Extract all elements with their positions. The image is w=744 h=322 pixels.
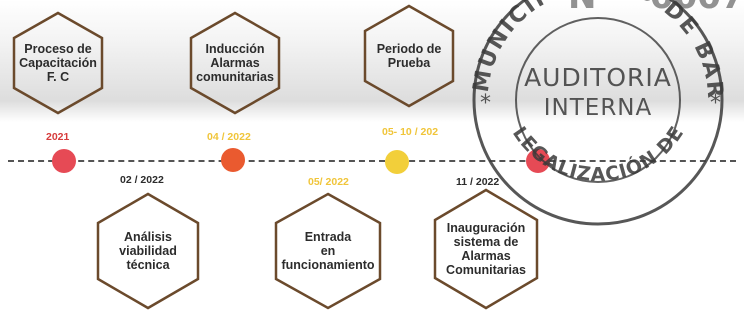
hexagon-shape <box>433 188 539 310</box>
milestone-label: Entrada en funcionamiento <box>281 230 375 272</box>
timeline-dot-2021 <box>52 149 76 173</box>
stamp-star-right: * <box>710 91 721 116</box>
hexagon-shape <box>363 4 455 108</box>
date-05-10-2022: 05- 10 / 202 <box>382 126 439 138</box>
hexagon-shape <box>96 192 200 310</box>
timeline-dot-11-2022 <box>526 149 550 173</box>
stamp-number: N° · 0007 <box>568 0 744 17</box>
date-02-2022: 02 / 2022 <box>120 174 164 186</box>
hex-entrada-funcionamiento: Entrada en funcionamiento <box>274 192 382 310</box>
milestone-label: Inducción Alarmas comunitarias <box>196 42 274 84</box>
hexagon-shape <box>12 11 104 115</box>
hexagon-shape <box>274 192 382 310</box>
header-band <box>0 0 744 112</box>
date-05-2022: 05/ 2022 <box>308 176 349 188</box>
timeline-dot-04-2022 <box>221 148 245 172</box>
stamp-star-left: * <box>480 91 491 116</box>
date-04-2022: 04 / 2022 <box>207 131 251 143</box>
hex-induccion-alarmas: Inducción Alarmas comunitarias <box>189 11 281 115</box>
hex-periodo-prueba: Periodo de Prueba <box>363 4 455 108</box>
header-band-fade <box>0 100 744 122</box>
date-2021: 2021 <box>46 131 70 143</box>
stamp-center-line2: INTERNA <box>544 95 653 121</box>
milestone-label: Proceso de Capacitación F. C <box>19 42 97 84</box>
audit-stamp: N° · 0007 MUNICIPALIDAD DE BARAI AUDITOR… <box>448 0 744 226</box>
hex-proceso-capacitacion: Proceso de Capacitación F. C <box>12 11 104 115</box>
milestone-label: Inauguración sistema de Alarmas Comunita… <box>446 221 526 277</box>
hex-inauguracion-sistema: Inauguración sistema de Alarmas Comunita… <box>433 188 539 310</box>
date-11-2022: 11 / 2022 <box>456 176 500 188</box>
milestone-label: Análisis viabilidad técnica <box>119 230 177 272</box>
hexagon-shape <box>189 11 281 115</box>
hex-analisis-viabilidad: Análisis viabilidad técnica <box>96 192 200 310</box>
milestone-label: Periodo de Prueba <box>376 42 442 70</box>
timeline-dot-05-10-2022 <box>385 150 409 174</box>
timeline-line <box>8 160 736 162</box>
stamp-center-line1: AUDITORIA <box>524 63 672 92</box>
